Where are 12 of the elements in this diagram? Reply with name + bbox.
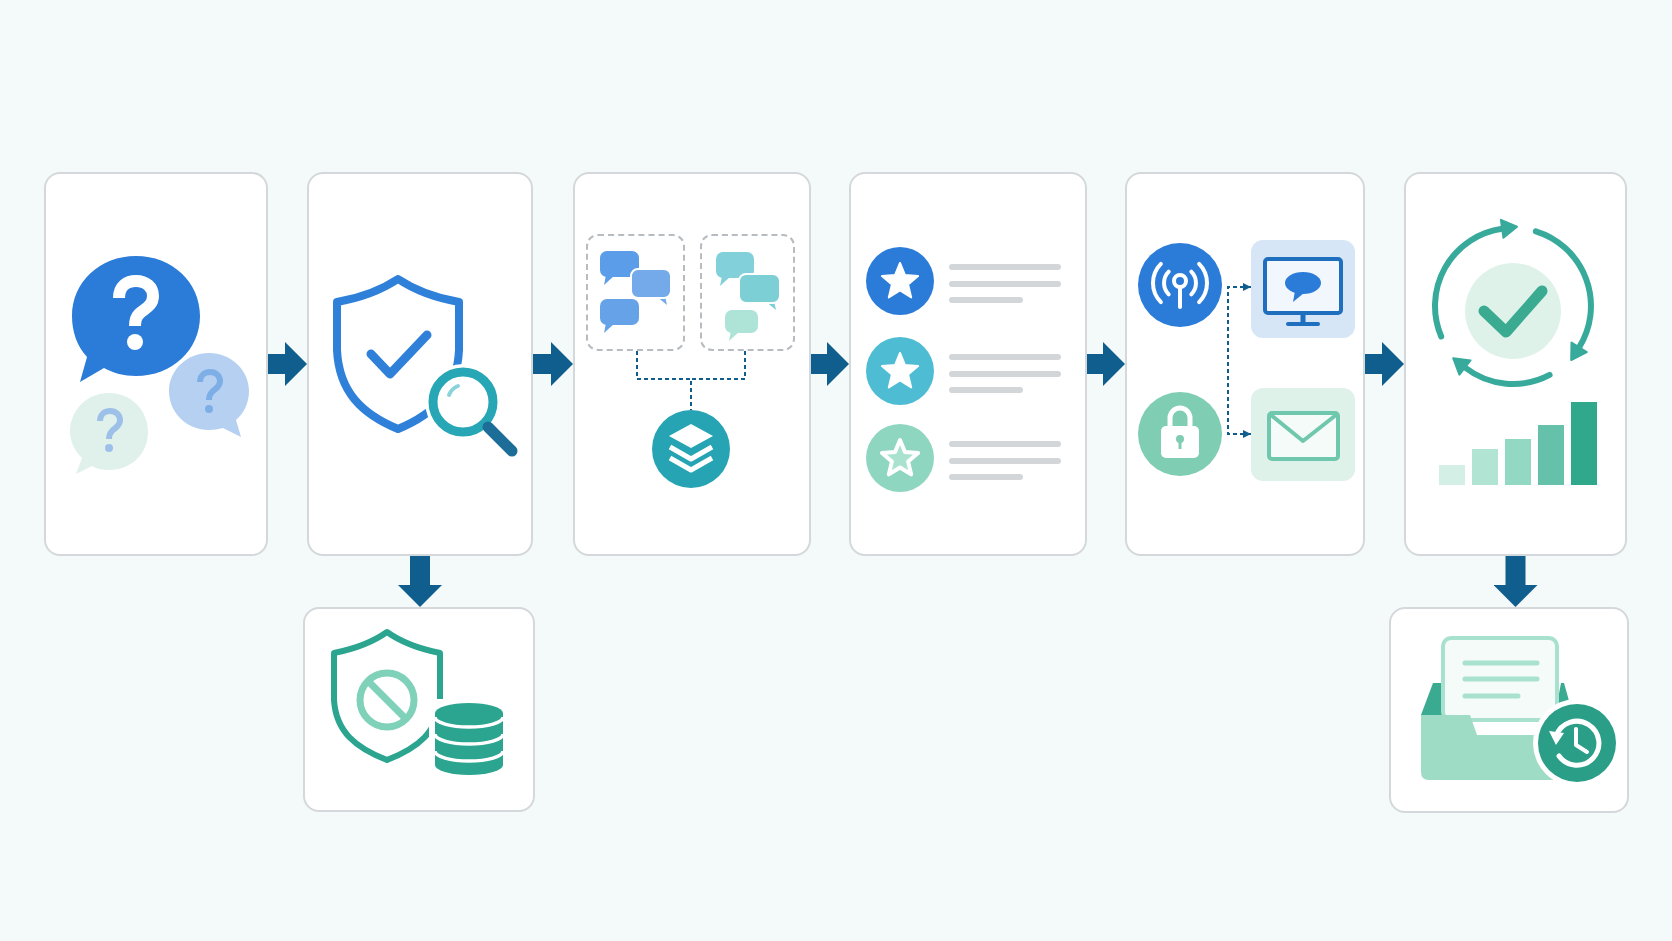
flow-arrow xyxy=(533,342,573,386)
flow-arrow xyxy=(811,342,849,386)
flow-arrow xyxy=(398,556,442,607)
envelope-icon xyxy=(1251,388,1355,481)
flow-arrow xyxy=(1365,342,1404,386)
flow-arrow xyxy=(1087,342,1125,386)
monitor-icon xyxy=(1251,240,1355,338)
flow-arrow xyxy=(1493,556,1538,607)
dashed-connector xyxy=(1227,283,1252,438)
process-panel xyxy=(307,172,533,556)
flow-arrow xyxy=(268,342,307,386)
process-panel xyxy=(573,172,811,556)
